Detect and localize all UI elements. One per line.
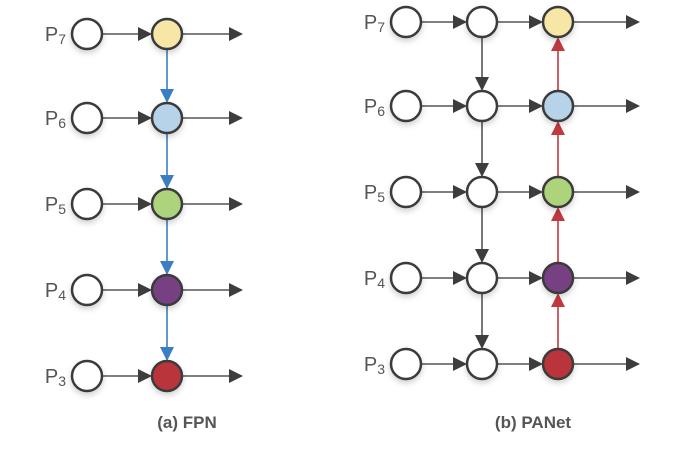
fpn-input-node (70, 187, 104, 221)
fpn-level-label: P7 (45, 24, 66, 47)
panet-input-node (389, 5, 423, 39)
panet-lateral-edge-arrowhead (453, 99, 467, 113)
panet-bottom-up-edge-arrowhead (551, 121, 565, 135)
panet-level-label: P6 (364, 96, 385, 119)
fpn-lateral-edge-arrowhead (138, 197, 152, 211)
panet-input-node (389, 89, 423, 123)
fpn-top-down-edge-arrowhead (160, 175, 174, 189)
fpn-top-down-edge-arrowhead (160, 89, 174, 103)
panet-lateral-edge-2-arrowhead (529, 185, 543, 199)
panet-bottom-up-edge-arrowhead (551, 207, 565, 221)
panet-output-edge-arrowhead (626, 185, 640, 199)
panet-lateral-edge-arrowhead (453, 15, 467, 29)
fpn-feature-node (150, 17, 184, 51)
panet-fpn-node (465, 347, 499, 381)
panet-bottom-up-edge-arrowhead (551, 37, 565, 51)
panet-input-node (389, 261, 423, 295)
panet-output-edge-arrowhead (626, 99, 640, 113)
panet-feature-node (541, 175, 575, 209)
panet-feature-node (541, 89, 575, 123)
panet-fpn-node (465, 89, 499, 123)
panet-feature-node (541, 261, 575, 295)
fpn-input-node (70, 101, 104, 135)
panet-feature-node (541, 347, 575, 381)
panet-lateral-edge-arrowhead (453, 185, 467, 199)
fpn-feature-node (150, 101, 184, 135)
panet-lateral-edge-2-arrowhead (529, 15, 543, 29)
fpn-output-edge-arrowhead (229, 27, 243, 41)
panet-fpn-node (465, 5, 499, 39)
fpn-top-down-edge-arrowhead (160, 261, 174, 275)
panet-top-down-edge-arrowhead (475, 163, 489, 177)
fpn-feature-node (150, 273, 184, 307)
panet-lateral-edge-2-arrowhead (529, 99, 543, 113)
fpn-input-node (70, 359, 104, 393)
panet-fpn-node (465, 175, 499, 209)
fpn-lateral-edge-arrowhead (138, 369, 152, 383)
panet-output-edge-arrowhead (626, 15, 640, 29)
fpn-output-edge-arrowhead (229, 197, 243, 211)
panet-lateral-edge-2-arrowhead (529, 357, 543, 371)
fpn-lateral-edge-arrowhead (138, 111, 152, 125)
fpn-top-down-edge-arrowhead (160, 347, 174, 361)
panet-level-label: P3 (364, 354, 385, 377)
panet-caption: (b) PANet (495, 413, 572, 432)
panet-input-node (389, 175, 423, 209)
panet-lateral-edge-arrowhead (453, 357, 467, 371)
panet-output-edge-arrowhead (626, 357, 640, 371)
panet-level-label: P4 (364, 268, 385, 291)
panet-output-edge-arrowhead (626, 271, 640, 285)
fpn-input-node (70, 273, 104, 307)
fpn-output-edge-arrowhead (229, 283, 243, 297)
panet-top-down-edge-arrowhead (475, 335, 489, 349)
fpn-input-node (70, 17, 104, 51)
panet-level-label: P7 (364, 12, 385, 35)
fpn-caption: (a) FPN (157, 413, 217, 432)
fpn-feature-node (150, 359, 184, 393)
fpn-level-label: P5 (45, 194, 66, 217)
fpn-level-label: P3 (45, 366, 66, 389)
panet-level-label: P5 (364, 182, 385, 205)
fpn-lateral-edge-arrowhead (138, 27, 152, 41)
fpn-output-edge-arrowhead (229, 111, 243, 125)
panet-fpn-node (465, 261, 499, 295)
fpn-feature-node (150, 187, 184, 221)
panet-top-down-edge-arrowhead (475, 77, 489, 91)
panet-lateral-edge-2-arrowhead (529, 271, 543, 285)
panet-bottom-up-edge-arrowhead (551, 293, 565, 307)
fpn-level-label: P6 (45, 108, 66, 131)
panet-feature-node (541, 5, 575, 39)
panet-lateral-edge-arrowhead (453, 271, 467, 285)
fpn-output-edge-arrowhead (229, 369, 243, 383)
panet-top-down-edge-arrowhead (475, 249, 489, 263)
panet-input-node (389, 347, 423, 381)
fpn-lateral-edge-arrowhead (138, 283, 152, 297)
fpn-level-label: P4 (45, 280, 66, 303)
